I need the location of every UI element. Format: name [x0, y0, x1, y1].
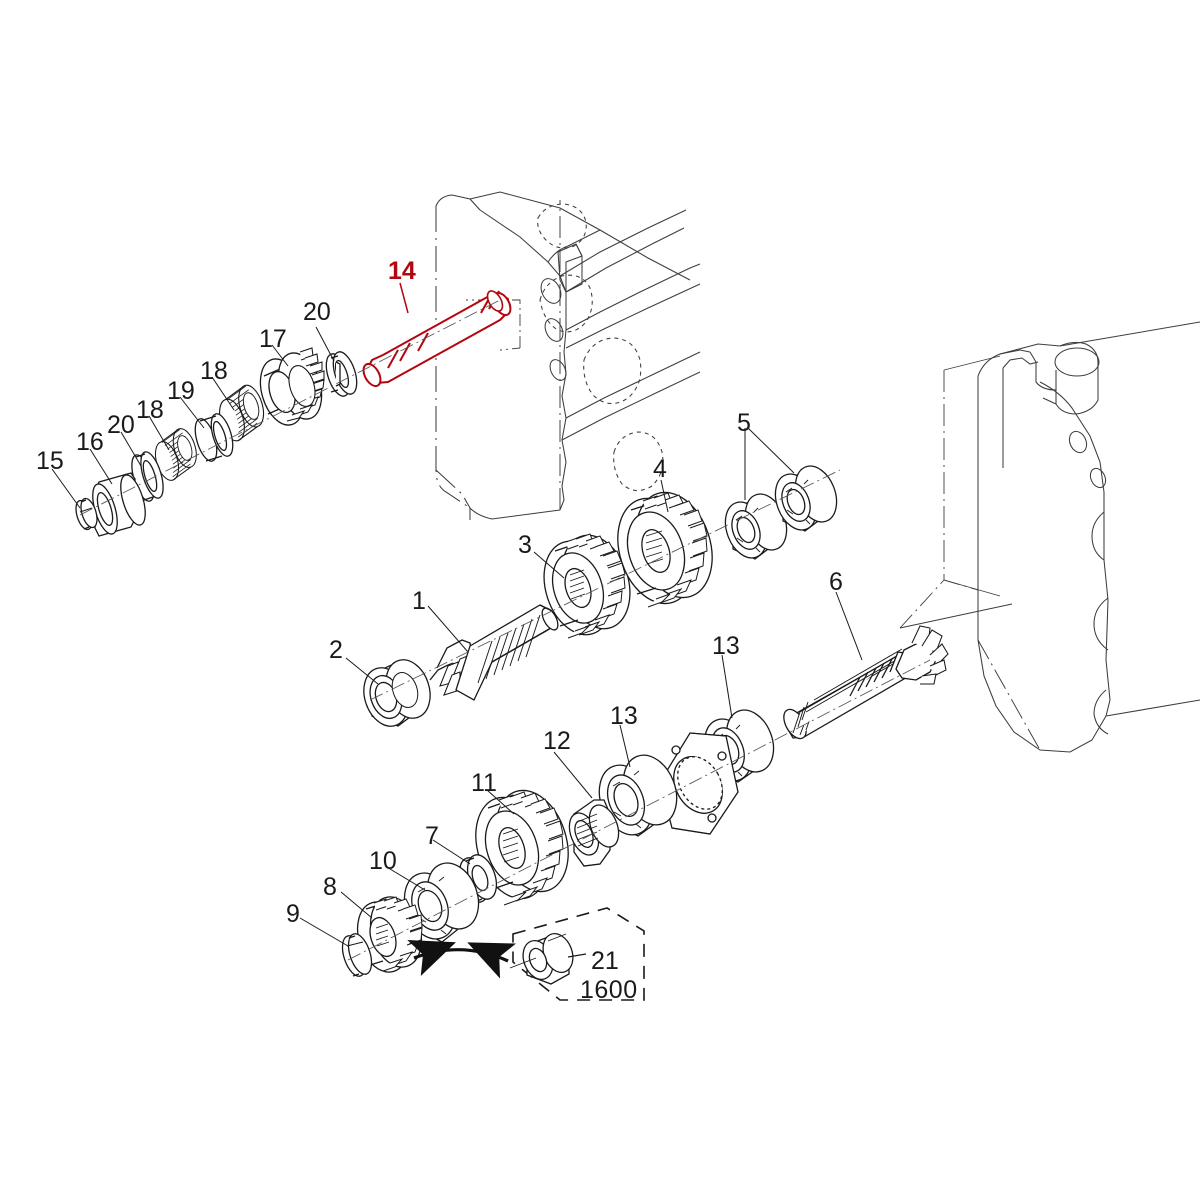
- axis-middle: [369, 469, 841, 701]
- part-11-output-gear: [475, 789, 569, 906]
- part-20-washer-upper: [325, 351, 358, 397]
- axis-upper: [79, 299, 501, 516]
- swap-arrow: [407, 940, 516, 979]
- part-15-snap-ring: [75, 497, 98, 531]
- callout-11: 11: [471, 769, 497, 797]
- part-16-spacer-collar: [92, 472, 146, 537]
- callout-16: 16: [76, 428, 104, 456]
- callout-10: 10: [369, 847, 397, 875]
- part-20-washer-lower: [131, 451, 164, 502]
- callout-20-b: 20: [107, 411, 135, 439]
- part-5-ball-bearing-a: [724, 493, 788, 560]
- part-19-bearing-spacer: [194, 413, 234, 462]
- housing-right-case: [899, 321, 1200, 753]
- bearing-cage-flange: [659, 732, 739, 835]
- callout-1: 1: [412, 587, 426, 615]
- callout-12: 12: [543, 727, 571, 755]
- callout-13-a: 13: [712, 632, 740, 660]
- callout-7: 7: [425, 822, 439, 850]
- callout-9: 9: [286, 900, 300, 928]
- callout-4: 4: [653, 455, 667, 483]
- callout-18-b: 18: [136, 396, 164, 424]
- callout-18-a: 18: [200, 357, 228, 385]
- part-3-drive-gear: [543, 533, 631, 639]
- callout-15: 15: [36, 447, 64, 475]
- part-12-bearing-ring-nut: [568, 799, 620, 867]
- callout-2: 2: [329, 636, 343, 664]
- part-4-driven-gear: [617, 491, 713, 608]
- callout-8: 8: [323, 873, 337, 901]
- housing-left-case: [435, 191, 701, 520]
- part-14-counter-shaft: [362, 290, 512, 388]
- callout-19: 19: [167, 377, 195, 405]
- part-5-ball-bearing-b: [774, 465, 838, 532]
- inset-code-label: 1600: [580, 976, 638, 1004]
- callout-20-a: 20: [303, 298, 331, 326]
- part-21-alternate-bearing: [522, 933, 574, 985]
- callout-3: 3: [518, 531, 532, 559]
- axis-lower: [347, 659, 931, 961]
- part-13-pinion-bearing-lower: [598, 754, 678, 837]
- part-2-ball-bearing: [363, 659, 431, 727]
- callout-6: 6: [829, 568, 843, 596]
- part-1-input-shaft: [429, 604, 559, 701]
- leader-14: [399, 282, 409, 314]
- callout-5: 5: [737, 409, 751, 437]
- part-17-cluster-gear: [259, 347, 325, 426]
- callout-14: 14: [388, 257, 416, 285]
- callout-17: 17: [259, 325, 287, 353]
- callout-21: 21: [591, 947, 619, 975]
- callout-13-b: 13: [610, 702, 638, 730]
